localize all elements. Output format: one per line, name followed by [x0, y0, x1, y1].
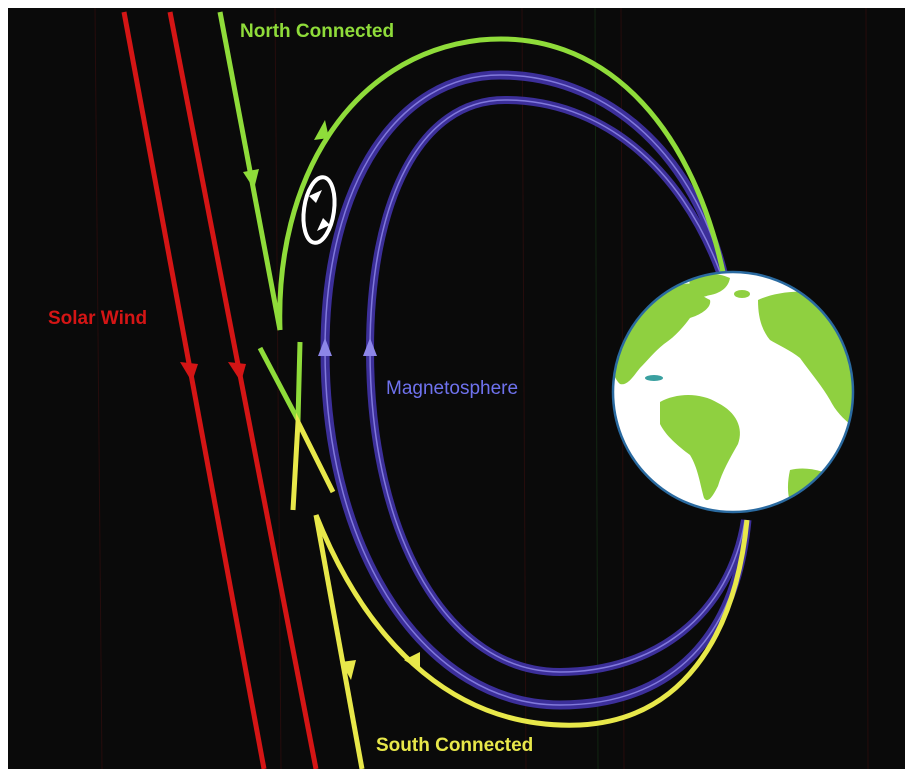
- solar-wind-lines: [121, 11, 319, 769]
- north-arrow-down: [243, 169, 259, 189]
- earth-globe-icon: [611, 270, 855, 514]
- solar-wind-arrow-1: [180, 362, 198, 382]
- magnetosphere-label: Magnetosphere: [386, 378, 518, 399]
- solar-wind-line-right: [167, 11, 319, 769]
- circular-arrow-vortex-icon: [301, 175, 337, 245]
- faint-vertical-lines: [94, 8, 869, 769]
- south-connected-label: South Connected: [376, 735, 533, 756]
- south-loop-line: [313, 514, 750, 728]
- magnetosphere-arrow-2: [363, 338, 377, 356]
- south-arrow-down: [341, 660, 356, 680]
- south-arrow-left: [404, 652, 420, 670]
- south-america-landmass: [660, 395, 740, 501]
- north-connected-label: North Connected: [240, 21, 394, 42]
- greenland-landmass: [689, 273, 730, 296]
- south-connected-field-line: [290, 412, 750, 769]
- magnetosphere-loops: [318, 70, 752, 710]
- north-loop-line: [277, 36, 726, 331]
- solar-wind-arrow-2: [228, 362, 246, 382]
- south-outgoing-line: [313, 514, 365, 769]
- north-arrow-up: [314, 120, 329, 140]
- magnetosphere-arrow-1: [318, 338, 332, 356]
- south-upper-segment: [290, 412, 336, 511]
- solar-wind-line-left: [121, 11, 267, 769]
- solar-wind-label: Solar Wind: [48, 308, 147, 329]
